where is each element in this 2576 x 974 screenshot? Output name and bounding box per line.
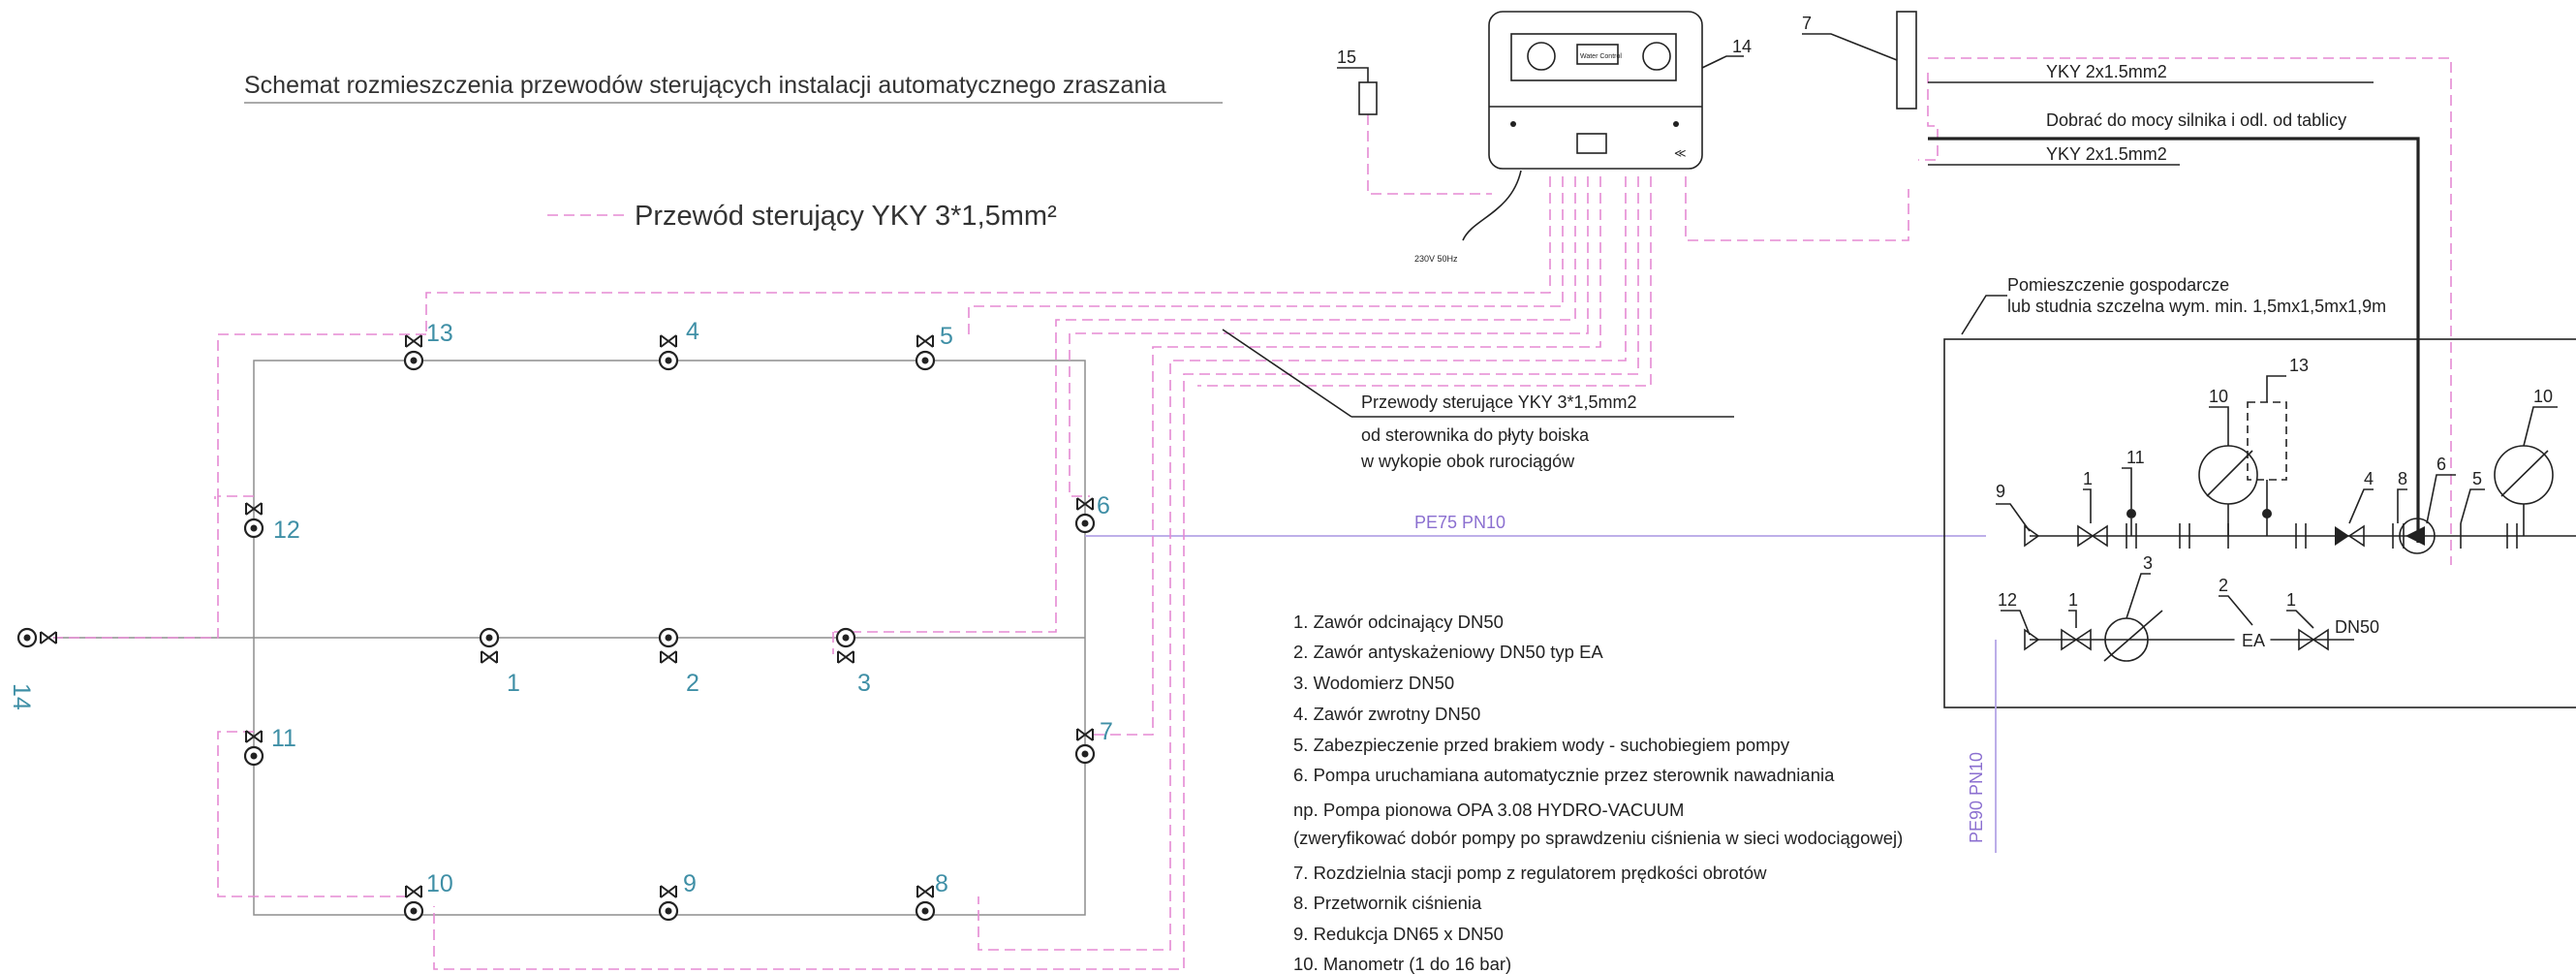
sprinkler-label: 7 bbox=[1100, 718, 1113, 745]
sprinkler-2: 2 bbox=[658, 627, 699, 697]
legend-item-10: 10. Manometr (1 do 16 bar) bbox=[1293, 954, 1511, 974]
sprinkler-1: 1 bbox=[479, 627, 520, 697]
svg-text:4: 4 bbox=[2364, 469, 2374, 488]
valve-icon bbox=[1076, 497, 1094, 511]
sprinkler-9: 9 bbox=[658, 870, 697, 922]
controller-power: 230V 50Hz bbox=[1414, 254, 1458, 264]
sprinkler-3: 3 bbox=[835, 627, 871, 697]
svg-text:13: 13 bbox=[2289, 356, 2309, 375]
cable-motor-note: Dobrać do mocy silnika i odl. od tablicy bbox=[2046, 110, 2346, 130]
pump-distribution-board bbox=[1896, 11, 1917, 110]
sprinkler-label: 14 bbox=[8, 683, 35, 710]
svg-text:1: 1 bbox=[2068, 590, 2078, 610]
label-15: 15 bbox=[1337, 47, 1356, 67]
cable-note-3: w wykopie obok rurociągów bbox=[1360, 452, 1575, 471]
sprinkler-label: 3 bbox=[857, 670, 871, 697]
sprinkler-label: 6 bbox=[1097, 492, 1110, 519]
cable-note-2: od sterownika do płyty boiska bbox=[1361, 425, 1590, 445]
sprinkler-10: 10 bbox=[403, 870, 453, 922]
svg-text:3: 3 bbox=[2143, 553, 2153, 573]
ea-label: EA bbox=[2242, 631, 2265, 650]
sprinkler-label: 5 bbox=[940, 323, 953, 350]
svg-text:9: 9 bbox=[1996, 482, 2005, 501]
control-wiring bbox=[53, 57, 2452, 970]
sprinkler-label: 13 bbox=[426, 320, 453, 347]
valve-icon bbox=[660, 650, 677, 664]
legend-wire-label: Przewód sterujący YKY 3*1,5mm² bbox=[635, 201, 1057, 232]
room-number-labels: 9 1 11 13 10 4 8 6 5 10 12 1 3 2 1 bbox=[1996, 356, 2558, 636]
pe75-label: PE75 PN10 bbox=[1414, 513, 1505, 532]
label-7: 7 bbox=[1802, 14, 1812, 33]
valve-icon bbox=[245, 502, 263, 516]
valve-icon bbox=[40, 631, 57, 644]
room-label-2: lub studnia szczelna wym. min. 1,5mx1,5m… bbox=[2007, 297, 2386, 316]
valve-icon bbox=[405, 334, 422, 348]
valve-icon bbox=[1076, 728, 1094, 741]
sprinkler-4: 4 bbox=[658, 318, 699, 371]
sprinkler-7: 7 bbox=[1074, 718, 1113, 765]
svg-text:5: 5 bbox=[2472, 469, 2482, 488]
sprinkler-label: 1 bbox=[507, 670, 520, 697]
valve-icon bbox=[837, 650, 854, 664]
equipment-legend: 1. Zawór odcinający DN50 2. Zawór antysk… bbox=[1293, 612, 1903, 974]
svg-text:10: 10 bbox=[2533, 387, 2553, 406]
sprinkler-6: 6 bbox=[1074, 492, 1110, 534]
controller-dial-icon[interactable] bbox=[1642, 42, 1671, 71]
sprinkler-8: 8 bbox=[915, 870, 948, 922]
valve-icon bbox=[916, 334, 934, 348]
pe90-label: PE90 PN10 bbox=[1967, 752, 1986, 843]
legend-item-7: 7. Rozdzielnia stacji pomp z regulatorem… bbox=[1293, 863, 1767, 883]
sprinkler-12: 12 bbox=[243, 502, 300, 544]
svg-text:2: 2 bbox=[2219, 576, 2228, 595]
legend-item-1: 1. Zawór odcinający DN50 bbox=[1293, 612, 1504, 632]
svg-text:8: 8 bbox=[2398, 469, 2407, 488]
sprinkler-label: 4 bbox=[686, 318, 699, 345]
legend-item-6-note: (zweryfikować dobór pompy po sprawdzeniu… bbox=[1293, 828, 1903, 848]
irrigation-controller[interactable]: Water Control ≪ 230V 50Hz bbox=[1414, 11, 1703, 264]
cable-note-1: Przewody sterujące YKY 3*1,5mm2 bbox=[1361, 393, 1636, 412]
valve-icon bbox=[660, 334, 677, 348]
legend-item-2: 2. Zawór antyskażeniowy DN50 typ EA bbox=[1293, 642, 1603, 662]
sprinkler-label: 11 bbox=[271, 725, 296, 752]
legend-item-8: 8. Przetwornik ciśnienia bbox=[1293, 893, 1482, 913]
legend-item-6-example: np. Pompa pionowa OPA 3.08 HYDRO-VACUUM bbox=[1293, 800, 1684, 820]
legend-item-3: 3. Wodomierz DN50 bbox=[1293, 673, 1454, 693]
svg-text:≪: ≪ bbox=[1674, 146, 1687, 160]
svg-text:12: 12 bbox=[1998, 590, 2017, 610]
legend-item-6: 6. Pompa uruchamiana automatycznie przez… bbox=[1293, 765, 1835, 785]
svg-text:10: 10 bbox=[2209, 387, 2228, 406]
valve-icon bbox=[660, 885, 677, 898]
dn50-label: DN50 bbox=[2335, 617, 2379, 637]
legend-item-9: 9. Redukcja DN65 x DN50 bbox=[1293, 924, 1504, 944]
label-14: 14 bbox=[1732, 37, 1752, 56]
sprinkler-label: 12 bbox=[273, 517, 300, 544]
svg-text:6: 6 bbox=[2436, 455, 2446, 474]
sprinkler-5: 5 bbox=[915, 323, 953, 371]
valve-icon bbox=[405, 885, 422, 898]
item-15-switch bbox=[1358, 81, 1378, 115]
cable-yky-2: YKY 2x1.5mm2 bbox=[2046, 144, 2167, 164]
diagram-title: Schemat rozmieszczenia przewodów sterują… bbox=[244, 72, 1166, 99]
sprinkler-13: 13 bbox=[403, 320, 453, 371]
cable-yky-1: YKY 2x1.5mm2 bbox=[2046, 62, 2167, 81]
legend-item-5: 5. Zabezpieczenie przed brakiem wody - s… bbox=[1293, 735, 1790, 755]
sprinkler-11: 11 bbox=[243, 725, 296, 767]
sprinkler-14: 14 bbox=[8, 627, 57, 710]
legend-item-4: 4. Zawór zwrotny DN50 bbox=[1293, 704, 1480, 724]
sprinkler-label: 10 bbox=[426, 870, 453, 897]
controller-brand: Water Control bbox=[1580, 53, 1622, 60]
sprinkler-label: 8 bbox=[935, 870, 948, 897]
room-label-1: Pomieszczenie gospodarcze bbox=[2007, 275, 2229, 295]
svg-text:1: 1 bbox=[2286, 590, 2296, 610]
svg-text:1: 1 bbox=[2083, 469, 2093, 488]
sprinkler-label: 2 bbox=[686, 670, 699, 697]
valve-icon bbox=[245, 730, 263, 743]
svg-text:11: 11 bbox=[2126, 448, 2145, 467]
valve-icon bbox=[916, 885, 934, 898]
pump-room: Pomieszczenie gospodarcze lub studnia sz… bbox=[1943, 275, 2576, 853]
valve-icon bbox=[481, 650, 498, 664]
sprinkler-label: 9 bbox=[683, 870, 697, 897]
